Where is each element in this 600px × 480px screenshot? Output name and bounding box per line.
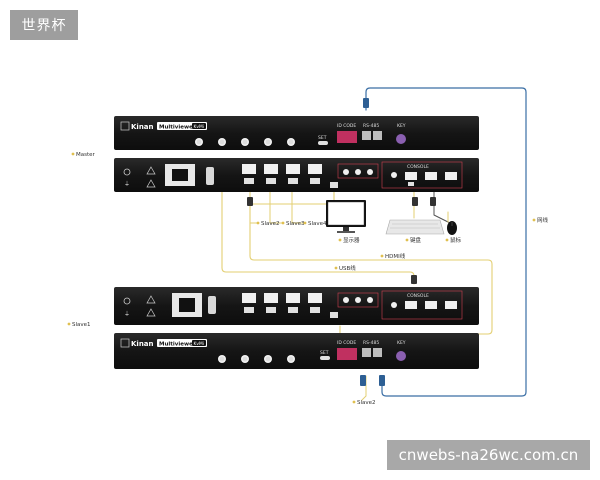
keyboard-icon (385, 219, 445, 235)
model-label: Multiviewer (159, 125, 196, 131)
svg-text:⏚: ⏚ (124, 181, 130, 188)
labels: Master Slave1 Slave2 Slave3 Slave4 显示器 键… (67, 152, 549, 406)
network-cable (365, 87, 527, 397)
label-slave4: Slave4 (308, 221, 327, 227)
label-hdmi-cable: HDMI线 (385, 252, 406, 260)
key-label: KEY (397, 123, 406, 129)
network-connector-b1 (360, 375, 366, 386)
label-slave2-bottom: Slave2 (357, 400, 376, 406)
svg-text:CONSOLE: CONSOLE (407, 293, 429, 299)
connectors (247, 98, 436, 386)
label-network-cable: 网线 (537, 216, 549, 224)
rs485-label: RS-485 (363, 123, 379, 129)
usb-connector-b (430, 197, 436, 206)
label-slave3: Slave3 (286, 221, 305, 227)
mouse-icon (447, 221, 457, 235)
cable-slave2 (249, 191, 259, 224)
svg-text:KvMi: KvMi (194, 341, 205, 347)
network-connector-b2 (379, 375, 385, 386)
master-rear-panel: ⏚ CONSOLE (114, 158, 479, 192)
hdmi-cable-main (249, 191, 493, 335)
svg-text:KEY: KEY (397, 340, 406, 346)
usb-connector-slave1 (411, 275, 417, 284)
master-front-panel: Kinan Multiviewer KvMi SET ID CODE RS-48… (114, 116, 479, 150)
badge-label: KvMi (194, 124, 205, 130)
usb-connector-c (412, 197, 418, 206)
watermark-bottom: cnwebs-na26wc.com.cn (387, 440, 590, 470)
brand-logo: Kinan (131, 123, 154, 131)
id-code-label: ID CODE (337, 123, 356, 129)
svg-text:ID CODE: ID CODE (337, 340, 356, 346)
network-connector-top (363, 98, 369, 108)
usb-connector-a (247, 197, 253, 206)
cable-slave3 (269, 191, 284, 224)
svg-text:Multiviewer: Multiviewer (159, 342, 196, 348)
label-slave2-top: Slave2 (261, 221, 280, 227)
label-usb-cable: USB线 (339, 264, 356, 272)
console-label: CONSOLE (407, 164, 429, 170)
watermark-top: 世界杯 (10, 10, 78, 40)
label-mouse: 鼠标 (450, 236, 462, 244)
usb-cable-main (221, 191, 415, 285)
slave1-front-panel: Kinan Multiviewer KvMi SET ID CODE RS-48… (114, 333, 479, 369)
svg-text:Kinan: Kinan (131, 340, 154, 348)
svg-text:RS-485: RS-485 (363, 340, 379, 346)
svg-text:SET: SET (320, 350, 329, 356)
cable-mouse (433, 191, 453, 225)
cable-slave4 (291, 191, 306, 224)
label-keyboard: 键盘 (410, 236, 422, 244)
monitor-icon (326, 200, 366, 233)
label-slave1: Slave1 (72, 322, 91, 328)
set-label: SET (318, 135, 327, 141)
label-monitor: 显示器 (343, 237, 360, 244)
label-master: Master (76, 152, 96, 158)
slave1-rear-panel: ⏚ CONSOLE (114, 287, 479, 325)
svg-text:⏚: ⏚ (124, 311, 130, 318)
